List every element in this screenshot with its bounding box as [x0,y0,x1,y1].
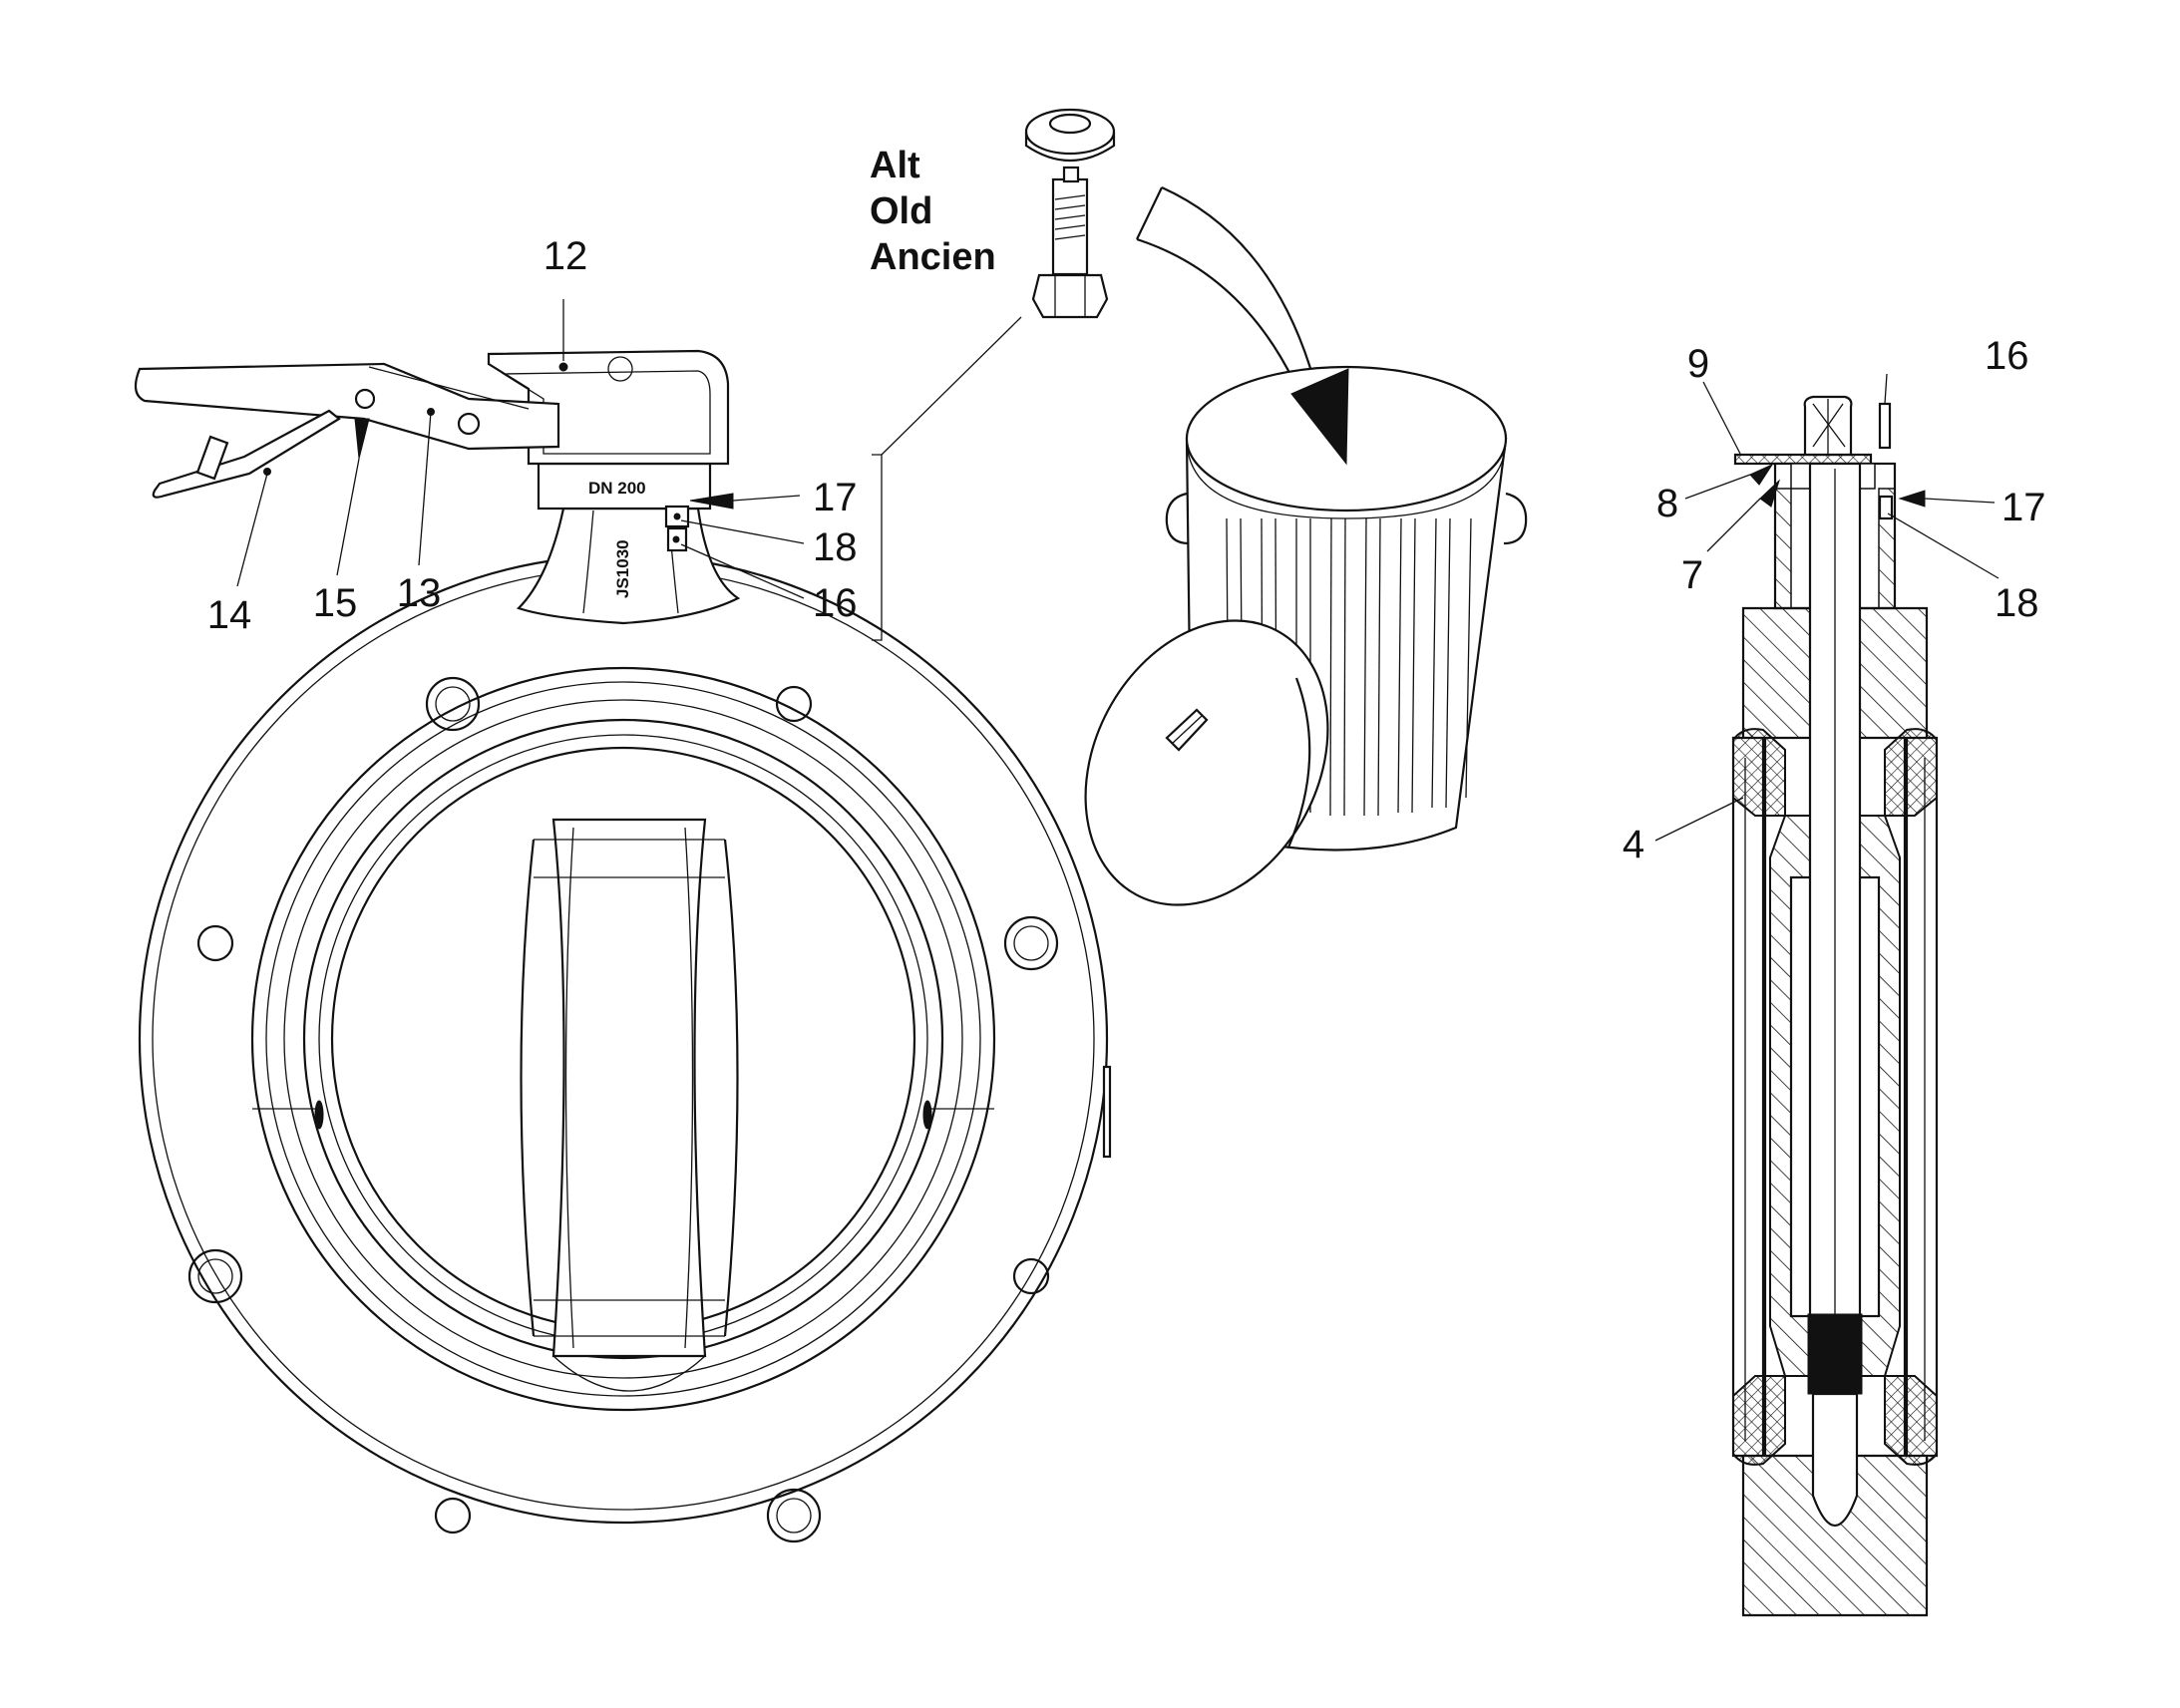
callout-section-16: 16 [1985,334,2029,378]
marking-size: DN 200 [588,479,646,498]
marking-code: JS1030 [613,539,632,598]
note-line-1: Alt [870,145,920,186]
callout-section-4: 4 [1623,823,1644,866]
waste-bin-icon [1084,365,1528,906]
bracket [872,454,883,641]
note-old: Alt Old Ancien [870,145,996,278]
callout-labels: 12 13 14 15 17 18 16 9 16 8 17 7 18 4 [207,234,2046,866]
callout-front-12: 12 [544,234,588,278]
bolt-holes [187,676,1059,1543]
callout-section-18: 18 [1995,581,2039,625]
bolt-icon [1031,166,1109,319]
callout-front-18: 18 [813,525,858,569]
callout-front-16: 16 [813,581,858,625]
callout-section-7: 7 [1681,553,1703,597]
callout-front-14: 14 [207,593,252,637]
front-leaders [236,299,805,599]
washer-icon [1024,108,1116,162]
callout-section-8: 8 [1656,482,1678,525]
note-line-3: Ancien [870,236,996,278]
section-leaders [1654,373,1999,842]
callout-front-17: 17 [813,476,858,519]
valve-front-view: JS1030 DN 200 [134,349,1112,1543]
callout-section-9: 9 [1687,342,1709,386]
valve-section-view [1731,395,1939,1617]
callout-section-17: 17 [2001,486,2046,529]
note-line-2: Old [870,190,932,232]
callout-front-15: 15 [313,581,358,625]
callout-front-13: 13 [397,571,442,615]
